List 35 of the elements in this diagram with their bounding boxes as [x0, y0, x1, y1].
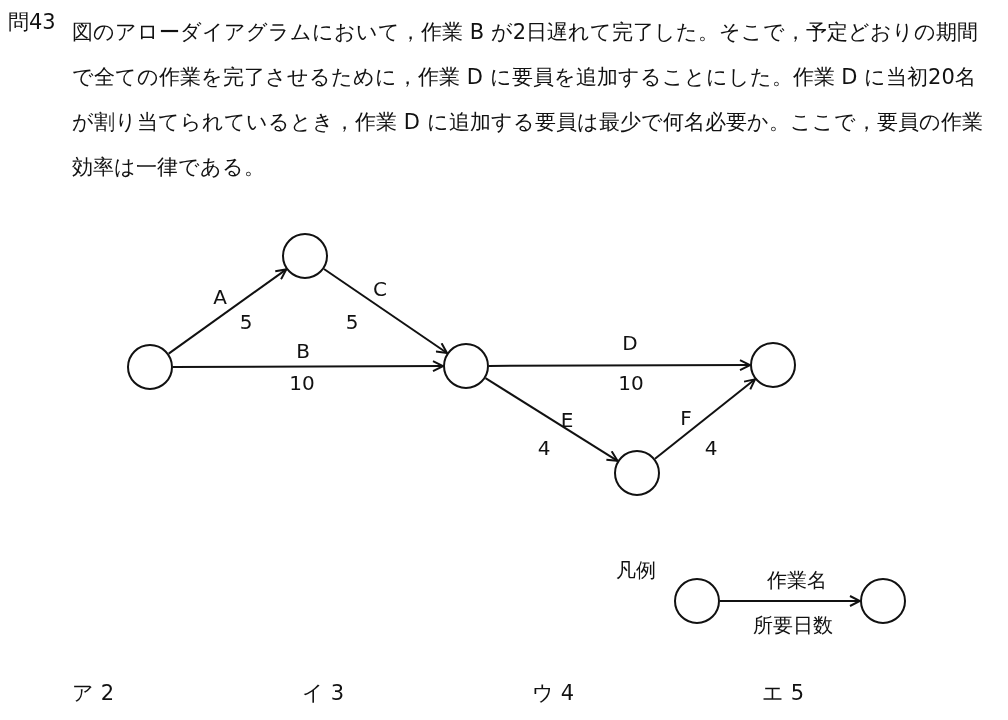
event-circle — [614, 450, 660, 496]
activity-label: E — [560, 408, 574, 432]
legend-heading: 凡例 — [616, 558, 656, 582]
duration-label: 所要日数 — [753, 613, 833, 637]
answer-choice: イ 3 — [302, 681, 345, 705]
event-circle — [674, 578, 720, 624]
arrow — [172, 360, 444, 373]
duration-label: 5 — [239, 310, 253, 334]
duration-label: 4 — [537, 436, 551, 460]
duration-label: 10 — [289, 371, 315, 395]
activity-label: D — [622, 331, 638, 355]
event-circle — [860, 578, 906, 624]
duration-label: 5 — [345, 310, 359, 334]
event-circle — [127, 344, 173, 390]
event-circle — [282, 233, 328, 279]
activity-label: B — [296, 339, 310, 363]
duration-label: 10 — [618, 371, 644, 395]
arrow — [167, 268, 288, 355]
question-text: 図のアローダイアグラムにおいて，作業 B が2日遅れて完了した。そこで，予定どおりの期間で全ての作業を完了させるために，作業 D に要員を追加することにした。作業 D に当初20名が割り当てられているとき，作業 D に追加する要員は最少で何名必要か。ここで，要員の作業効率は一律である。 — [72, 19, 984, 181]
arrow — [484, 377, 619, 462]
activity-label: C — [373, 277, 387, 301]
activity-label: A — [213, 285, 227, 309]
event-circle — [443, 343, 489, 389]
event-circle — [750, 342, 796, 388]
duration-label: 4 — [704, 436, 718, 460]
activity-label: 作業名 — [767, 568, 827, 592]
answer-choice: ウ 4 — [532, 681, 575, 705]
question-number: 問43 — [8, 10, 56, 34]
arrow — [323, 268, 448, 354]
arrow — [488, 359, 751, 372]
answer-choice: ア 2 — [72, 681, 115, 705]
arrow — [654, 378, 756, 460]
answer-choice: エ 5 — [762, 681, 805, 705]
arrow — [719, 595, 861, 607]
activity-label: F — [680, 406, 692, 430]
